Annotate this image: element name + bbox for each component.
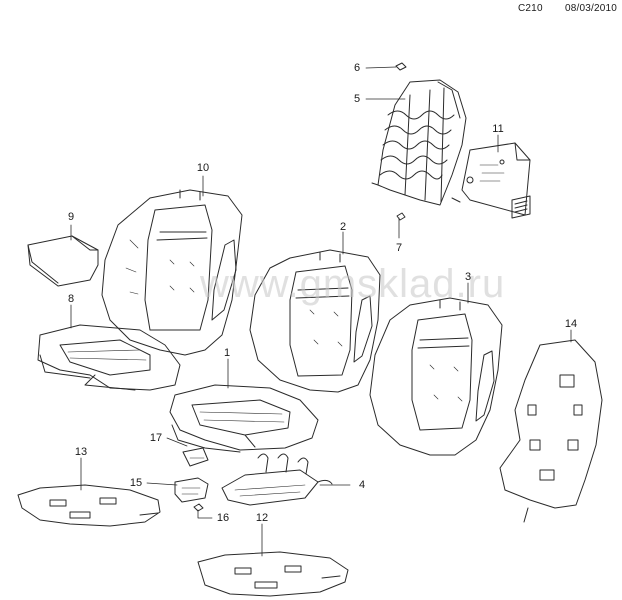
callout-8: 8 [67,293,75,305]
callout-4: 4 [358,479,366,491]
part-17-bracket [182,447,209,467]
callout-9: 9 [67,211,75,223]
callout-15: 15 [129,477,143,489]
callout-2: 2 [339,221,347,233]
callout-14: 14 [564,318,578,330]
part-5-spring-frame [371,79,467,206]
model-code: C210 [518,3,543,14]
callout-12: 12 [255,512,269,524]
part-15-module [174,477,209,503]
callout-17: 17 [149,432,163,444]
part-9-armrest [27,235,99,287]
callout-10: 10 [196,162,210,174]
callout-5: 5 [353,93,361,105]
part-2-seat-back-middle [249,249,381,393]
part-8-seat-cushion-left [37,324,181,391]
part-6-clip [395,62,407,71]
part-13-cushion-pad-left [17,484,161,527]
watermark: www.gmsklad.ru [200,262,506,306]
part-12-cushion-pad-right [197,551,349,597]
part-11-module [461,142,531,219]
callout-16: 16 [216,512,230,524]
part-16-clip [193,503,204,512]
callout-1: 1 [223,347,231,359]
leader-lines [70,66,572,557]
part-1-seat-cushion-middle [169,384,319,453]
part-14-back-pad [499,339,603,523]
diagram-date: 08/03/2010 [565,3,618,14]
part-4-heater-element [221,453,333,506]
part-7-fastener [396,212,406,221]
callout-7: 7 [395,242,403,254]
callout-6: 6 [353,62,361,74]
part-3-seat-back-right [369,297,503,456]
callout-3: 3 [464,271,472,283]
callout-11: 11 [492,123,504,135]
part-10-seat-back-left [101,189,243,356]
callout-13: 13 [74,446,88,458]
